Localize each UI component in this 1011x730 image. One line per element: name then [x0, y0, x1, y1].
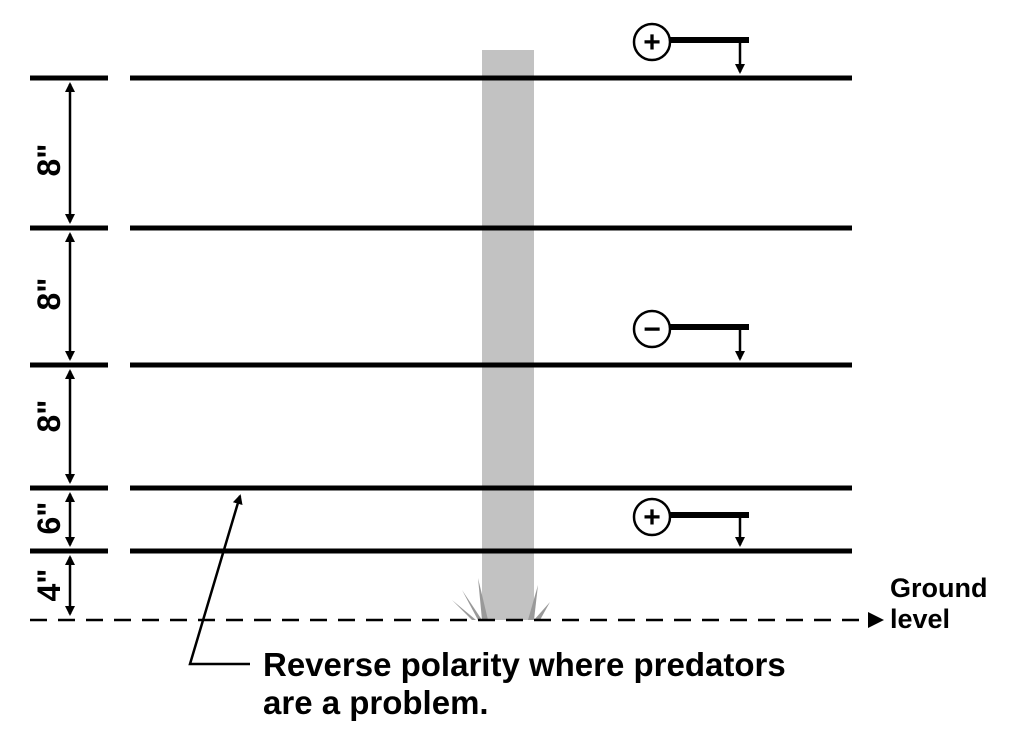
polarity-note-line2: are a problem.: [263, 684, 489, 721]
minus-icon: −: [643, 313, 661, 346]
note-pointer: [188, 494, 250, 666]
dimension-label-3: 8": [31, 400, 67, 433]
plus-icon: +: [643, 501, 661, 534]
dimension-label-1: 8": [31, 144, 67, 177]
ground-label-line1: Ground: [890, 573, 987, 603]
positive-terminal-top: +: [632, 22, 749, 74]
grass-left-icon: [452, 578, 488, 620]
dimension-label-4: 6": [31, 502, 67, 535]
ground-arrow-icon: [868, 612, 884, 628]
ground-label-line2: level: [890, 604, 950, 634]
ground-label: Ground level: [890, 573, 995, 634]
positive-terminal-bottom: +: [632, 497, 749, 547]
fence-post: [482, 50, 534, 620]
plus-icon: +: [643, 26, 661, 59]
dimension-label-2: 8": [31, 278, 67, 311]
polarity-note-line1: Reverse polarity where predators: [263, 646, 786, 683]
negative-terminal-middle: −: [632, 309, 749, 361]
dimension-label-5: 4": [31, 569, 67, 602]
grass-right-icon: [528, 585, 550, 620]
polarity-note: Reverse polarity where predators are a p…: [263, 646, 795, 721]
